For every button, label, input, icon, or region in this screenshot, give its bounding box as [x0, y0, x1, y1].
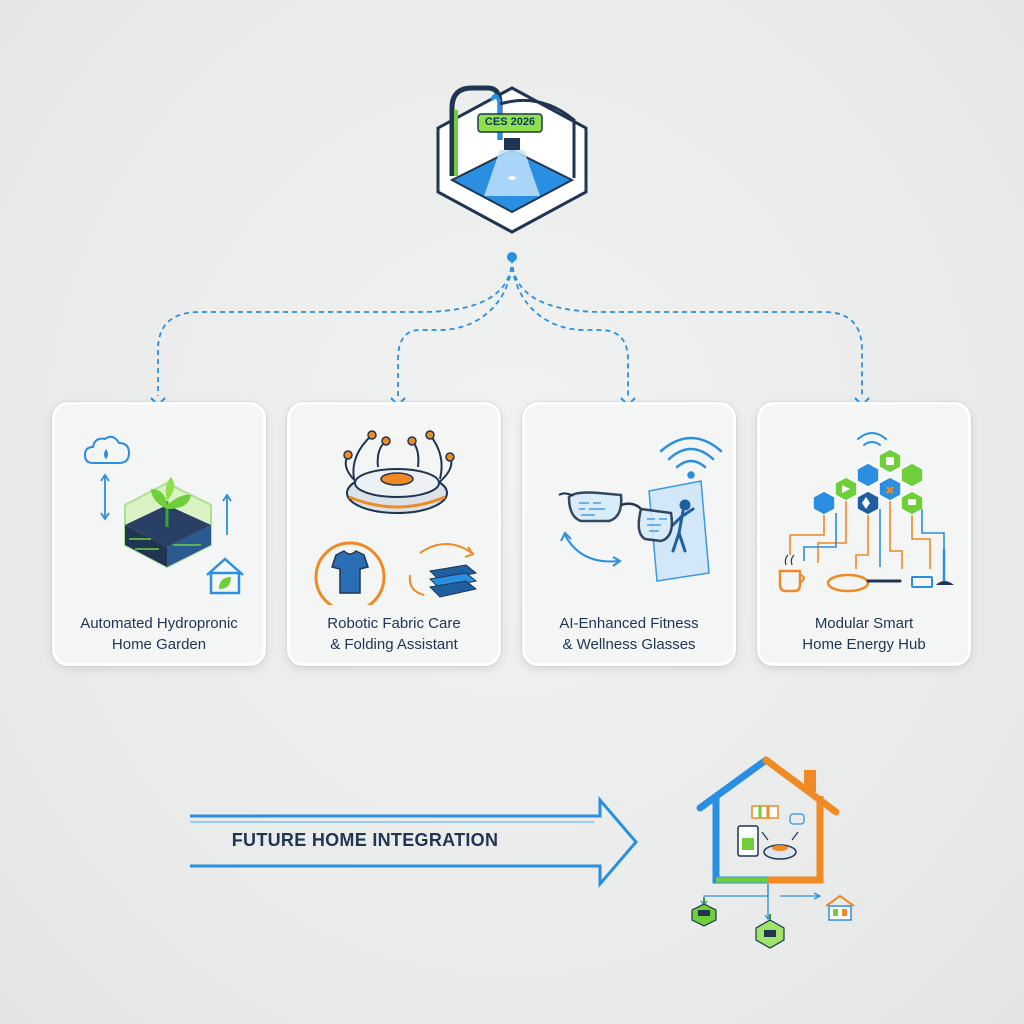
folded-clothes-icon: [428, 564, 478, 598]
connector-lines: [157, 257, 863, 396]
mini-garden-cube-icon: [755, 914, 785, 949]
folding-robot-icon: [314, 430, 478, 605]
card-label: Automated Hydropronic Home Garden: [80, 615, 238, 653]
device-icon: [911, 576, 933, 588]
tshirt-icon: [331, 550, 369, 594]
frying-pan-icon: [826, 573, 902, 593]
connector-hub-dot: [507, 252, 517, 262]
card-label: Modular Smart Home Energy Hub: [802, 615, 926, 653]
smart-glasses-icon: [558, 436, 723, 582]
integration-label: FUTURE HOME INTEGRATION: [231, 830, 499, 850]
mini-house-icon: [825, 894, 855, 921]
vacuum-icon: [936, 549, 954, 585]
cloud-icon: [83, 435, 131, 464]
smart-house-icon: [696, 756, 840, 884]
integration-arrow: [190, 795, 638, 889]
house-connections: [700, 884, 822, 921]
home-icon: [206, 557, 244, 595]
mini-hydroponic-icon: [691, 898, 717, 927]
card-hydroponic-garden[interactable]: Automated Hydropronic Home Garden: [52, 402, 266, 666]
card-robotic-fabric-care[interactable]: Robotic Fabric Care & Folding Assistant: [287, 402, 501, 666]
sprout-icon: [151, 477, 191, 527]
hydroponic-garden-icon: [83, 435, 244, 595]
card-energy-hub[interactable]: Modular Smart Home Energy Hub: [757, 402, 971, 666]
wifi-icon: [857, 432, 887, 446]
garment-circle: [314, 541, 386, 605]
card-fitness-glasses[interactable]: AI-Enhanced Fitness & Wellness Glasses: [522, 402, 736, 666]
ces-booth-icon: [436, 85, 588, 234]
energy-hub-icon: [778, 432, 954, 593]
runner-figure-icon: [671, 499, 695, 553]
ces-badge-label: CES 2026: [484, 116, 536, 128]
sync-arrows-icon: [100, 473, 232, 535]
card-label: AI-Enhanced Fitness & Wellness Glasses: [559, 615, 699, 653]
wifi-icon: [659, 436, 723, 479]
coffee-cup-icon: [778, 554, 805, 593]
card-label: Robotic Fabric Care & Folding Assistant: [327, 615, 461, 653]
